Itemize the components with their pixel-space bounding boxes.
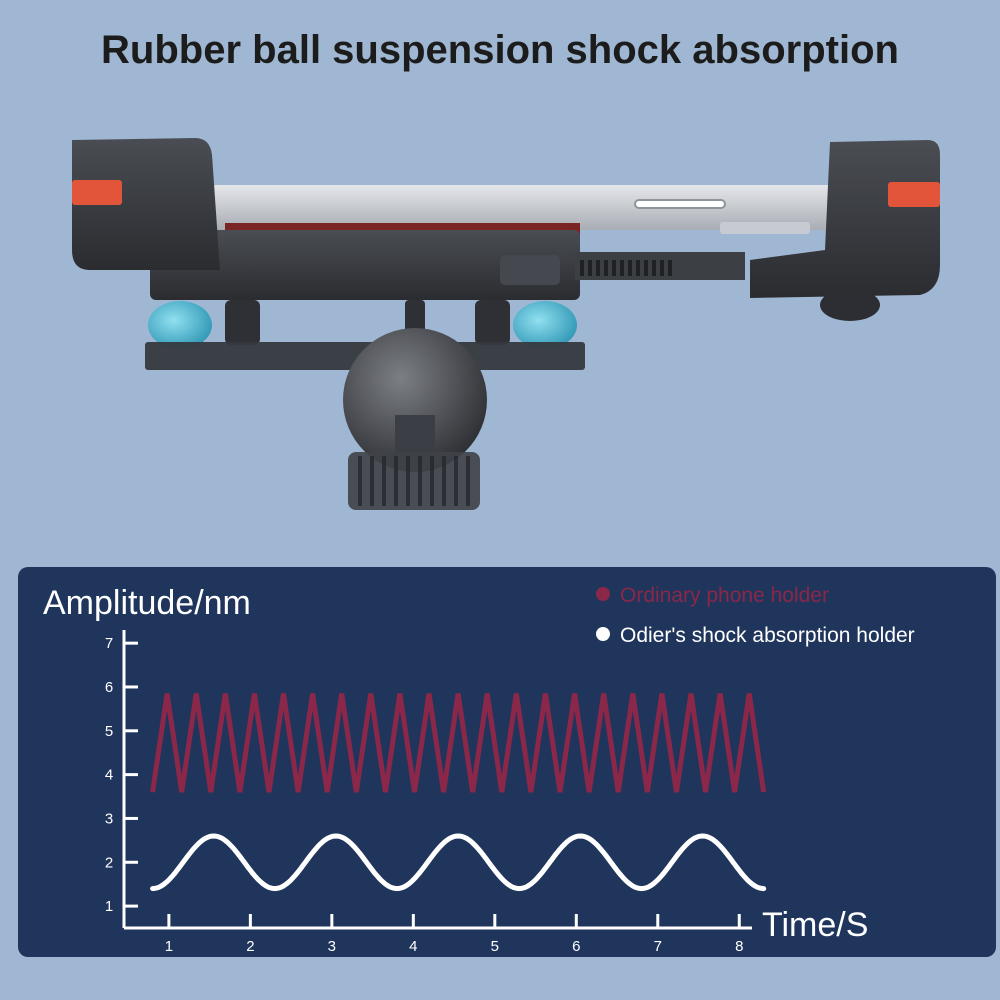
x-axis-label: Time/S: [762, 906, 869, 944]
page-title: Rubber ball suspension shock absorption: [101, 28, 899, 72]
x-tick-label: 7: [654, 938, 662, 955]
y-tick-label: 2: [105, 854, 113, 871]
legend-item-ordinary: Ordinary phone holder: [596, 584, 829, 608]
y-tick-label: 7: [105, 635, 113, 652]
y-tick-label: 4: [105, 767, 113, 784]
legend-label-odier: Odier's shock absorption holder: [620, 624, 915, 647]
x-tick-label: 3: [328, 938, 336, 955]
y-tick-label: 3: [105, 810, 113, 827]
x-tick-label: 1: [165, 938, 173, 955]
x-tick-label: 8: [735, 938, 743, 955]
y-axis-label: Amplitude/nm: [43, 584, 251, 622]
y-tick-label: 1: [105, 898, 113, 915]
x-tick-label: 6: [572, 938, 580, 955]
series-ordinary-line: [150, 693, 767, 793]
y-tick-label: 6: [105, 679, 113, 696]
y-tick-label: 5: [105, 723, 113, 740]
x-tick-label: 4: [409, 938, 417, 955]
legend-item-odier: Odier's shock absorption holder: [596, 624, 915, 648]
series-odier-line: [150, 833, 767, 892]
x-tick-label: 2: [246, 938, 254, 955]
legend-dot-odier: [596, 627, 610, 642]
x-tick-label: 5: [491, 938, 499, 955]
phone-holder-product-icon: [72, 138, 940, 510]
legend-label-ordinary: Ordinary phone holder: [620, 584, 829, 607]
legend-dot-ordinary: [596, 587, 610, 602]
